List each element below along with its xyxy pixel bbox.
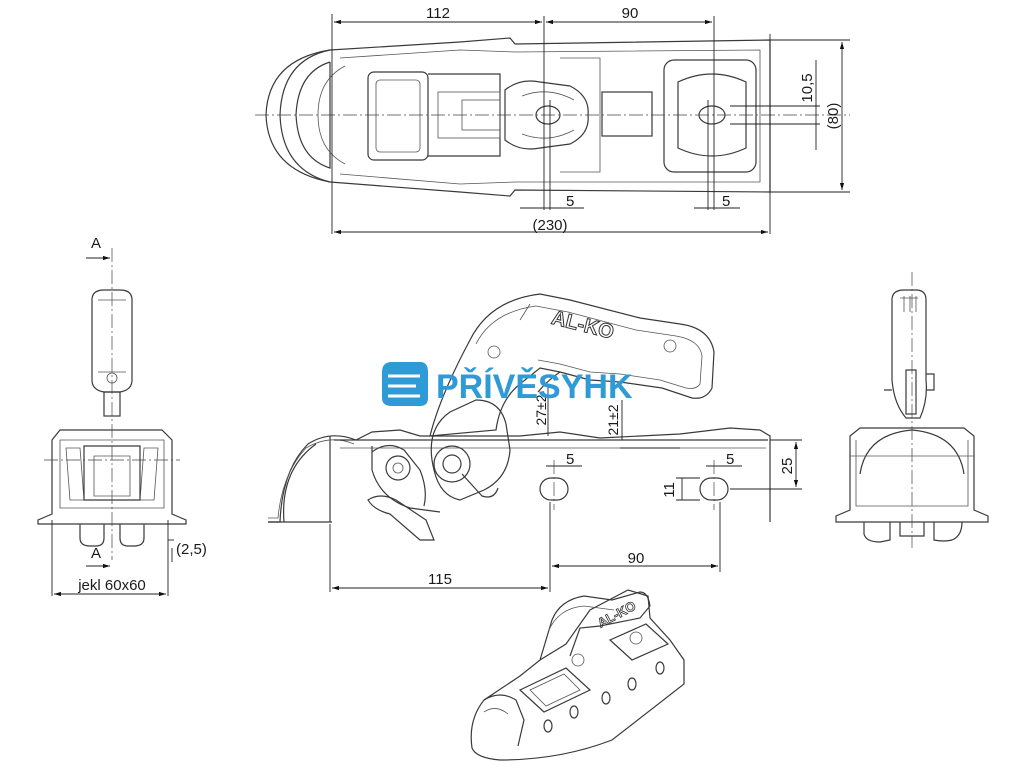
dim-side-height-b: 21±2 xyxy=(605,404,621,435)
dim-side-to-first-hole: 115 xyxy=(428,571,452,588)
dim-top-width-bracket: (80) xyxy=(825,103,842,130)
dim-side-slot-height: 11 xyxy=(661,482,678,498)
svg-text:AL-KO: AL-KO xyxy=(595,598,638,631)
brand-mark: AL-KO xyxy=(549,307,616,344)
dim-side-slot-a: 5 xyxy=(566,451,574,468)
section-mark-top: A xyxy=(91,235,101,252)
dim-side-hole-spacing: 90 xyxy=(628,550,645,567)
front-view xyxy=(37,248,187,597)
section-mark-bottom: A xyxy=(91,545,101,562)
dim-side-height-a: 27±2 xyxy=(533,394,549,425)
dim-top-slot-right: 5 xyxy=(722,193,730,210)
dim-side-slot-b: 5 xyxy=(726,451,734,468)
dim-top-total-length: (230) xyxy=(532,217,567,234)
dim-top-hole-offset: 10,5 xyxy=(799,73,816,102)
dim-top-length-front: 112 xyxy=(426,5,450,22)
watermark-logo-icon xyxy=(382,362,428,406)
watermark-text: PŘÍVĚSYHK xyxy=(436,368,633,406)
rear-view xyxy=(835,272,989,548)
dim-side-hole-height: 25 xyxy=(779,458,796,475)
dim-front-profile: jekl 60x60 xyxy=(77,577,146,594)
dim-top-slot-left: 5 xyxy=(566,193,574,210)
isometric-view: AL-KO xyxy=(470,589,685,761)
top-view xyxy=(255,14,850,235)
dim-front-offset: (2,5) xyxy=(176,541,207,558)
dim-top-hole-spacing: 90 xyxy=(622,5,639,22)
side-view xyxy=(268,293,802,592)
